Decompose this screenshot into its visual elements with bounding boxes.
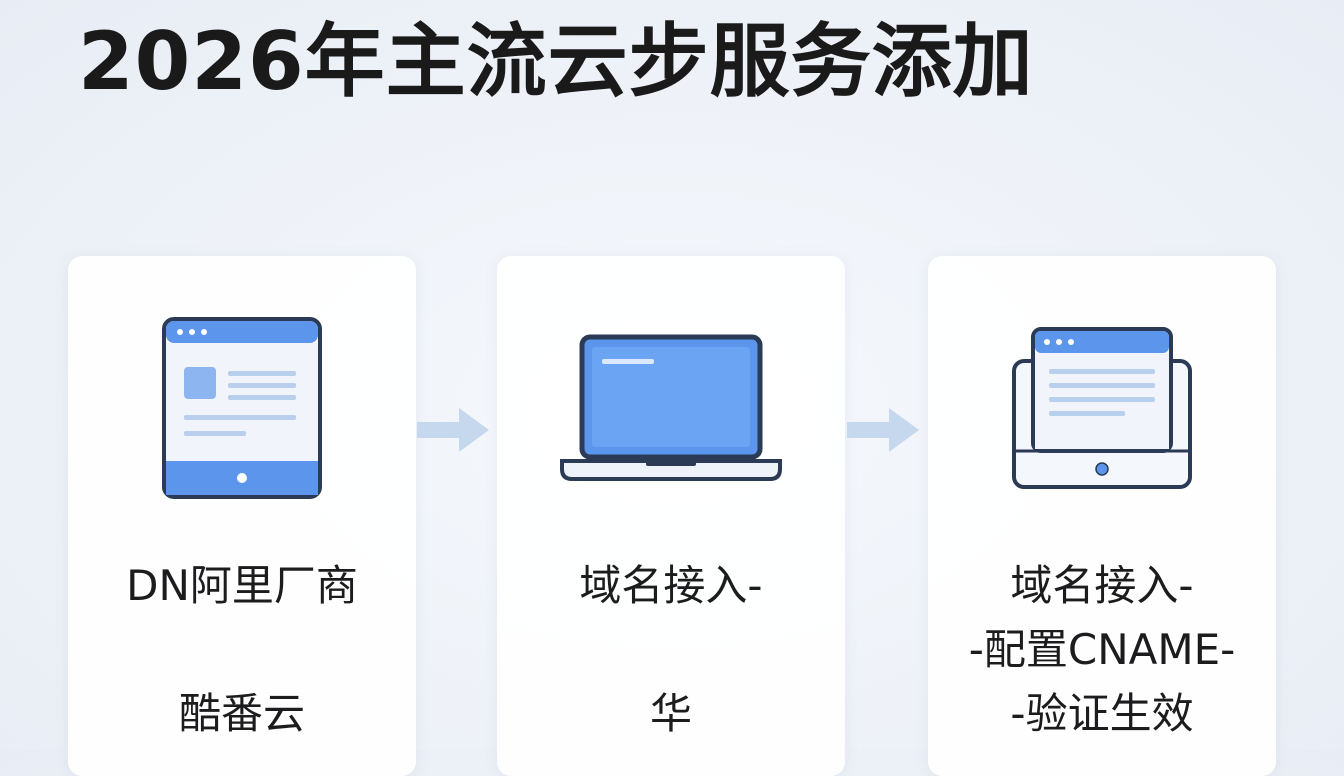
arrow-right-icon xyxy=(417,408,489,452)
step-1-line-3: 酷番云 xyxy=(178,689,305,738)
laptop-icon xyxy=(560,334,782,481)
tablet-icon xyxy=(162,317,322,499)
step-card-3: 域名接入- -配置CNAME- -验证生效 xyxy=(928,256,1276,776)
page-title: 2026年主流云步服务添加 xyxy=(78,15,1034,108)
browser-window-icon xyxy=(1012,327,1192,489)
step-2-line-3: 华 xyxy=(649,689,692,738)
step-3-line-1: 域名接入- xyxy=(1010,561,1194,610)
arrow-right-icon xyxy=(847,408,919,452)
step-2-line-1: 域名接入- xyxy=(579,561,763,610)
step-3-line-3: -验证生效 xyxy=(1010,689,1194,738)
step-3-line-2: -配置CNAME- xyxy=(968,625,1236,674)
step-1-line-1: DN阿里厂商 xyxy=(126,561,358,610)
step-card-2: 域名接入- 华 xyxy=(497,256,845,776)
step-card-1: DN阿里厂商 酷番云 xyxy=(68,256,416,776)
